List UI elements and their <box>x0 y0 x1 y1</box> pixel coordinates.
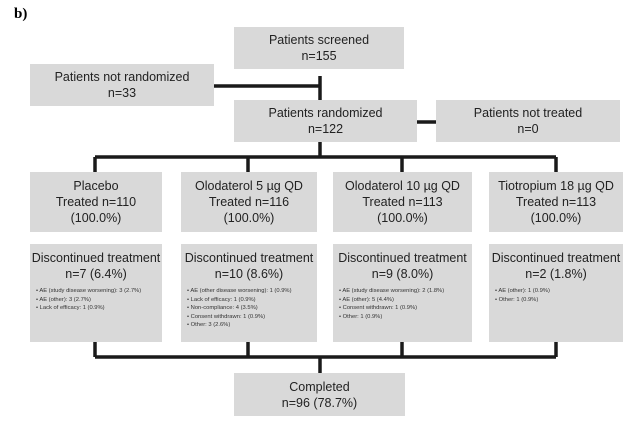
box-arm-tiotropium: Tiotropium 18 µg QD Treated n=113 (100.0… <box>489 172 623 232</box>
not-treated-title: Patients not treated <box>473 106 583 120</box>
arm-pct: (100.0%) <box>377 211 428 225</box>
discontinued-title: Discontinued treatment <box>338 251 467 265</box>
box-arm-olodaterol-5: Olodaterol 5 µg QD Treated n=116 (100.0%… <box>181 172 317 232</box>
randomized-count: n=122 <box>307 122 344 136</box>
reason-item: Consent withdrawn: 1 (0.9%) <box>339 304 472 313</box>
reason-list: AE (study disease worsening): 3 (2.7%) A… <box>30 287 162 313</box>
arm-treated: Treated n=113 <box>362 195 443 209</box>
box-discontinued-olodaterol-10: Discontinued treatment n=9 (8.0%) AE (st… <box>333 244 472 342</box>
reason-item: Lack of efficacy: 1 (0.9%) <box>187 296 317 305</box>
arm-pct: (100.0%) <box>530 211 582 225</box>
box-discontinued-olodaterol-5: Discontinued treatment n=10 (8.6%) AE (o… <box>181 244 317 342</box>
discontinued-count: n=7 (6.4%) <box>65 267 127 281</box>
randomized-title: Patients randomized <box>268 106 383 120</box>
reason-item: Other: 1 (0.9%) <box>495 296 623 305</box>
arm-treated: Treated n=113 <box>515 195 597 209</box>
discontinued-title: Discontinued treatment <box>31 251 161 265</box>
box-discontinued-tiotropium: Discontinued treatment n=2 (1.8%) AE (ot… <box>489 244 623 342</box>
reason-item: Consent withdrawn: 1 (0.9%) <box>187 313 317 322</box>
box-randomized: Patients randomized n=122 <box>234 100 417 142</box>
box-arm-olodaterol-10: Olodaterol 10 µg QD Treated n=113 (100.0… <box>333 172 472 232</box>
completed-count: n=96 (78.7%) <box>281 396 358 410</box>
box-screened: Patients screened n=155 <box>234 27 404 69</box>
discontinued-title: Discontinued treatment <box>184 251 314 265</box>
reason-item: Other: 3 (2.6%) <box>187 321 317 330</box>
arm-name: Placebo <box>73 179 119 193</box>
panel-label: b) <box>14 6 28 22</box>
screened-count: n=155 <box>301 49 337 63</box>
not-treated-count: n=0 <box>517 122 539 136</box>
reason-item: AE (other): 1 (0.9%) <box>495 287 623 296</box>
reason-item: AE (other disease worsening): 1 (0.9%) <box>187 287 317 296</box>
arm-pct: (100.0%) <box>223 211 275 225</box>
reason-list: AE (other): 1 (0.9%) Other: 1 (0.9%) <box>489 287 623 304</box>
discontinued-count: n=9 (8.0%) <box>371 267 434 281</box>
box-discontinued-placebo: Discontinued treatment n=7 (6.4%) AE (st… <box>30 244 162 342</box>
box-not-treated: Patients not treated n=0 <box>436 100 620 142</box>
reason-item: AE (other): 3 (2.7%) <box>36 296 162 305</box>
reason-item: AE (study disease worsening): 2 (1.8%) <box>339 287 472 296</box>
reason-item: Other: 1 (0.9%) <box>339 313 472 322</box>
arm-pct: (100.0%) <box>70 211 122 225</box>
completed-title: Completed <box>289 380 350 394</box>
reason-item: AE (study disease worsening): 3 (2.7%) <box>36 287 162 296</box>
arm-name: Olodaterol 10 µg QD <box>345 179 460 193</box>
arm-treated: Treated n=116 <box>208 195 290 209</box>
box-completed: Completed n=96 (78.7%) <box>234 373 405 416</box>
reason-list: AE (other disease worsening): 1 (0.9%) L… <box>181 287 317 330</box>
arm-name: Olodaterol 5 µg QD <box>195 179 303 193</box>
not-randomized-count: n=33 <box>107 86 137 100</box>
reason-item: Non-compliance: 4 (3.5%) <box>187 304 317 313</box>
reason-item: AE (other): 5 (4.4%) <box>339 296 472 305</box>
discontinued-count: n=10 (8.6%) <box>214 267 284 281</box>
reason-list: AE (study disease worsening): 2 (1.8%) A… <box>333 287 472 321</box>
discontinued-count: n=2 (1.8%) <box>525 267 587 281</box>
screened-title: Patients screened <box>268 33 370 47</box>
not-randomized-title: Patients not randomized <box>54 70 190 84</box>
reason-item: Lack of efficacy: 1 (0.9%) <box>36 304 162 313</box>
box-arm-placebo: Placebo Treated n=110 (100.0%) <box>30 172 162 232</box>
box-not-randomized: Patients not randomized n=33 <box>30 64 214 106</box>
arm-treated: Treated n=110 <box>55 195 137 209</box>
arm-name: Tiotropium 18 µg QD <box>498 179 614 193</box>
discontinued-title: Discontinued treatment <box>491 251 621 265</box>
